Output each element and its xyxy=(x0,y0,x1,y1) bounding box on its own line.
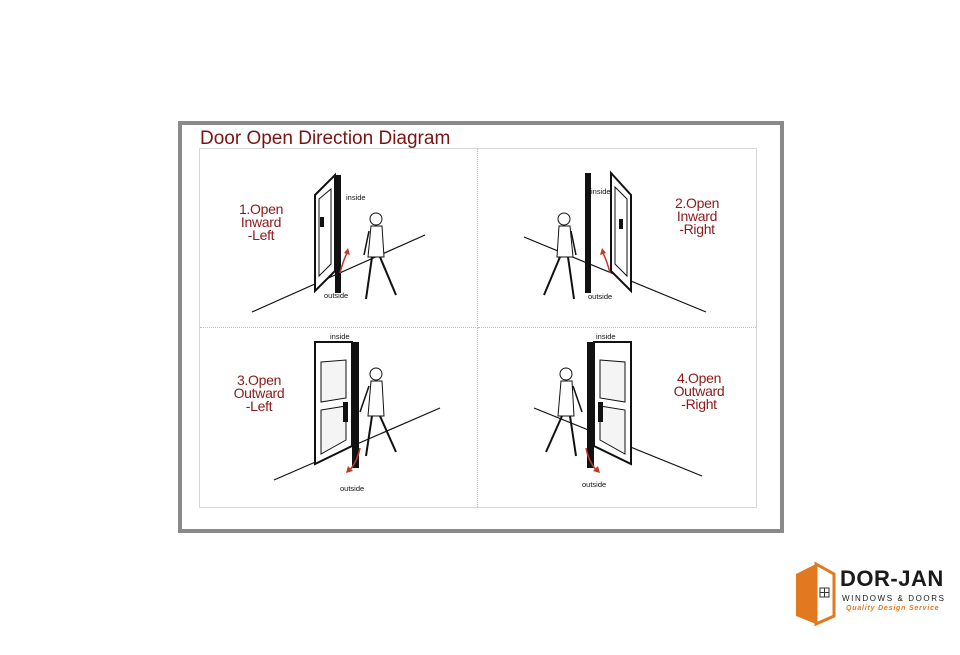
door-illustration-3 xyxy=(273,341,441,481)
diagram-title: Door Open Direction Diagram xyxy=(200,128,451,149)
outside-label-4: outside xyxy=(582,480,607,489)
inside-label-1: inside xyxy=(346,193,366,202)
outside-label-3: outside xyxy=(340,484,365,493)
door-illustration-1 xyxy=(251,172,426,313)
panel-outward-left: 3.Open Outward -Left inside outside xyxy=(200,328,478,507)
caption-2: 2.Open Inward -Right xyxy=(674,195,720,237)
door-illustration-4 xyxy=(533,341,703,477)
diagram-frame: Door Open Direction Diagram 1.Open xyxy=(178,121,784,533)
logo-name: DOR-JAN xyxy=(840,566,944,591)
door-illustration-2 xyxy=(523,170,707,313)
caption-3: 3.Open Outward -Left xyxy=(233,372,285,414)
diagram-grid: 1.Open Inward -Left inside outside xyxy=(199,148,757,508)
caption-1: 1.Open Inward -Left xyxy=(238,201,284,243)
caption-4: 4.Open Outward -Right xyxy=(673,370,725,412)
outside-label-2: outside xyxy=(588,292,613,301)
logo-tagline: Quality Design Service xyxy=(846,605,940,612)
dor-jan-logo: DOR-JAN WINDOWS & DOORS Quality Design S… xyxy=(790,560,960,630)
inside-label-2: inside xyxy=(591,187,611,196)
panel-inward-left: 1.Open Inward -Left inside outside xyxy=(200,149,478,328)
logo-subtitle: WINDOWS & DOORS xyxy=(842,594,946,603)
door-logo-icon xyxy=(796,561,836,626)
inside-label-4: inside xyxy=(596,332,616,341)
outside-label-1: outside xyxy=(324,291,349,300)
panel-inward-right: 2.Open Inward -Right inside outside xyxy=(478,149,756,328)
inside-label-3: inside xyxy=(330,332,350,341)
panel-outward-right: 4.Open Outward -Right inside outside xyxy=(478,328,756,507)
